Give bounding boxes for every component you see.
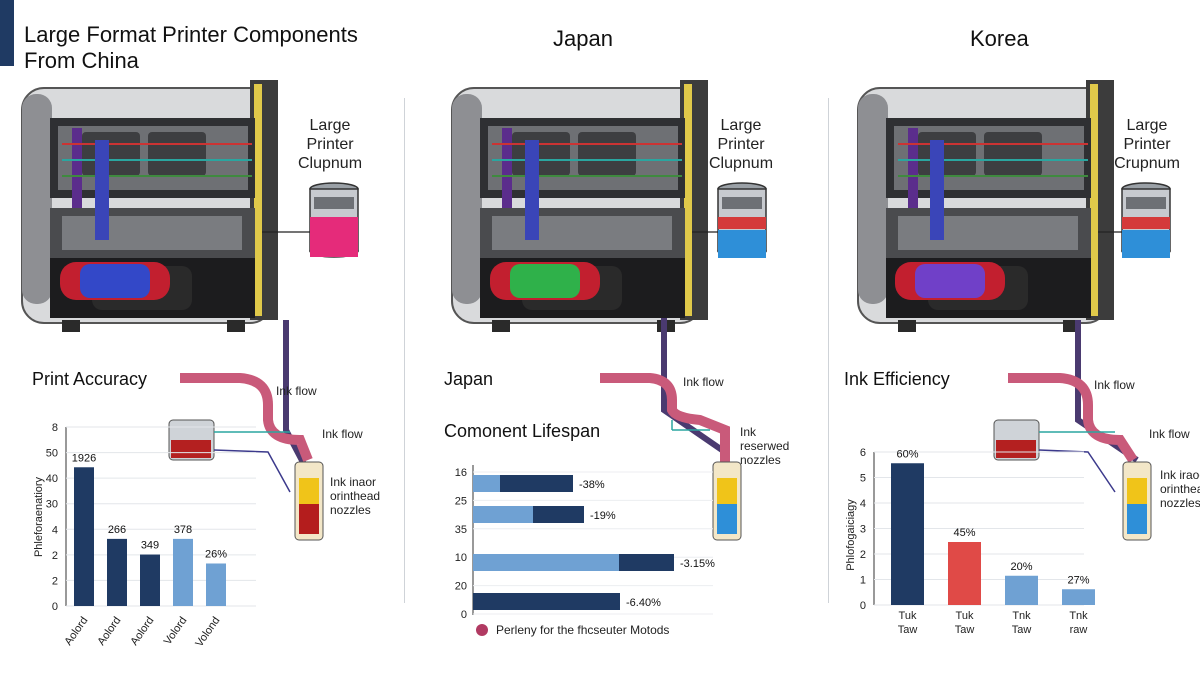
legend-marker xyxy=(476,624,488,636)
y-tick-label: 35 xyxy=(455,524,467,536)
accent-bar xyxy=(0,0,14,66)
bar xyxy=(891,463,924,605)
data-label: -6.40% xyxy=(626,597,661,609)
bar xyxy=(1005,575,1038,605)
y-tick-label: 6 xyxy=(860,447,866,459)
x-tick-label: Tuk xyxy=(899,610,917,622)
y-tick-label: 20 xyxy=(455,581,467,593)
y-tick-label: 0 xyxy=(860,600,866,612)
y-tick-label: 2 xyxy=(52,575,58,587)
x-tick-label: Aolord xyxy=(62,615,90,648)
ink-flow-label: Ink flow xyxy=(683,375,724,389)
bar-segment xyxy=(500,475,573,492)
data-label: 26% xyxy=(205,548,227,560)
page-title: Large Format Printer Components From Chi… xyxy=(24,22,358,73)
data-label: -38% xyxy=(579,479,605,491)
bar xyxy=(74,467,94,606)
x-tick-label: Tuk xyxy=(956,610,974,622)
y-tick-label: 0 xyxy=(461,609,467,621)
y-tick-label: 4 xyxy=(860,498,866,510)
section-title-ink-efficiency: Ink Efficiency xyxy=(844,369,950,389)
x-tick-label: raw xyxy=(1070,624,1088,636)
bar xyxy=(173,538,193,606)
data-label: 266 xyxy=(108,524,126,536)
panel-title-japan: Japan xyxy=(553,26,613,51)
y-tick-label: 50 xyxy=(46,448,58,460)
data-label: 60% xyxy=(896,448,918,460)
x-tick-label: Tnk xyxy=(1069,610,1088,622)
ink-flow-label: Ink flow xyxy=(276,384,317,398)
data-label: 27% xyxy=(1067,574,1089,586)
panel-title-korea: Korea xyxy=(970,26,1029,51)
y-tick-label: 3 xyxy=(860,524,866,536)
x-tick-label: Taw xyxy=(898,624,918,636)
legend-label: Perleny for the fhcseuter Motods xyxy=(496,623,669,637)
section-title-print-accuracy: Print Accuracy xyxy=(32,369,148,389)
y-tick-label: 16 xyxy=(455,467,467,479)
data-label: 378 xyxy=(174,524,192,536)
data-label: 349 xyxy=(141,540,159,552)
bar xyxy=(140,554,160,606)
data-label: 45% xyxy=(953,527,975,539)
bar xyxy=(206,563,226,606)
chart-component-lifespan: 16 25 35 10 20 0 -38% -19% -3.15% -6.40% Perleny f… xyxy=(455,465,715,637)
printhead-label: Ink iraodorintheadnozzles xyxy=(1160,468,1200,510)
y-axis-label: Phleforaenatiory xyxy=(33,476,45,557)
y-tick-label: 25 xyxy=(455,495,467,507)
data-label: 1926 xyxy=(72,452,96,464)
y-tick-label: 2 xyxy=(860,549,866,561)
ink-flow-label: Ink flow xyxy=(1149,427,1190,441)
bar-segment xyxy=(473,593,620,610)
y-tick-label: 1 xyxy=(860,575,866,587)
section-label-japan: Japan xyxy=(444,369,494,389)
x-tick-label: Taw xyxy=(1012,624,1032,636)
y-tick-label: 40 xyxy=(46,473,58,485)
x-tick-label: Volord xyxy=(162,615,190,647)
x-tick-label: Tnk xyxy=(1012,610,1031,622)
data-label: -19% xyxy=(590,510,616,522)
bar xyxy=(948,542,981,605)
section-title-component-lifespan: Comonent Lifespan xyxy=(444,421,601,441)
y-tick-label: 4 xyxy=(52,524,58,536)
bar-segment xyxy=(473,475,500,492)
x-tick-label: Aolord xyxy=(128,615,156,648)
x-tick-label: Taw xyxy=(955,624,975,636)
x-tick-label: Volond xyxy=(193,615,222,649)
bar-segment xyxy=(533,506,584,523)
bar-segment xyxy=(619,554,674,571)
bar xyxy=(107,538,127,606)
y-tick-label: 8 xyxy=(52,422,58,434)
divider-1 xyxy=(404,98,405,603)
y-axis-label: Phlofogaiciagy xyxy=(845,499,857,571)
bar-segment xyxy=(473,506,533,523)
y-tick-label: 10 xyxy=(455,552,467,564)
data-label: 20% xyxy=(1010,561,1032,573)
y-tick-label: 5 xyxy=(860,473,866,485)
bar xyxy=(1062,589,1095,605)
y-tick-label: 0 xyxy=(52,601,58,613)
y-tick-label: 30 xyxy=(46,499,58,511)
y-tick-label: 2 xyxy=(52,550,58,562)
ink-flow-label: Ink flow xyxy=(1094,378,1135,392)
data-label: -3.15% xyxy=(680,558,715,570)
x-tick-label: Aolord xyxy=(95,615,123,648)
ink-flow-label: Ink flow xyxy=(322,427,363,441)
bar-segment xyxy=(473,554,619,571)
divider-2 xyxy=(828,98,829,603)
